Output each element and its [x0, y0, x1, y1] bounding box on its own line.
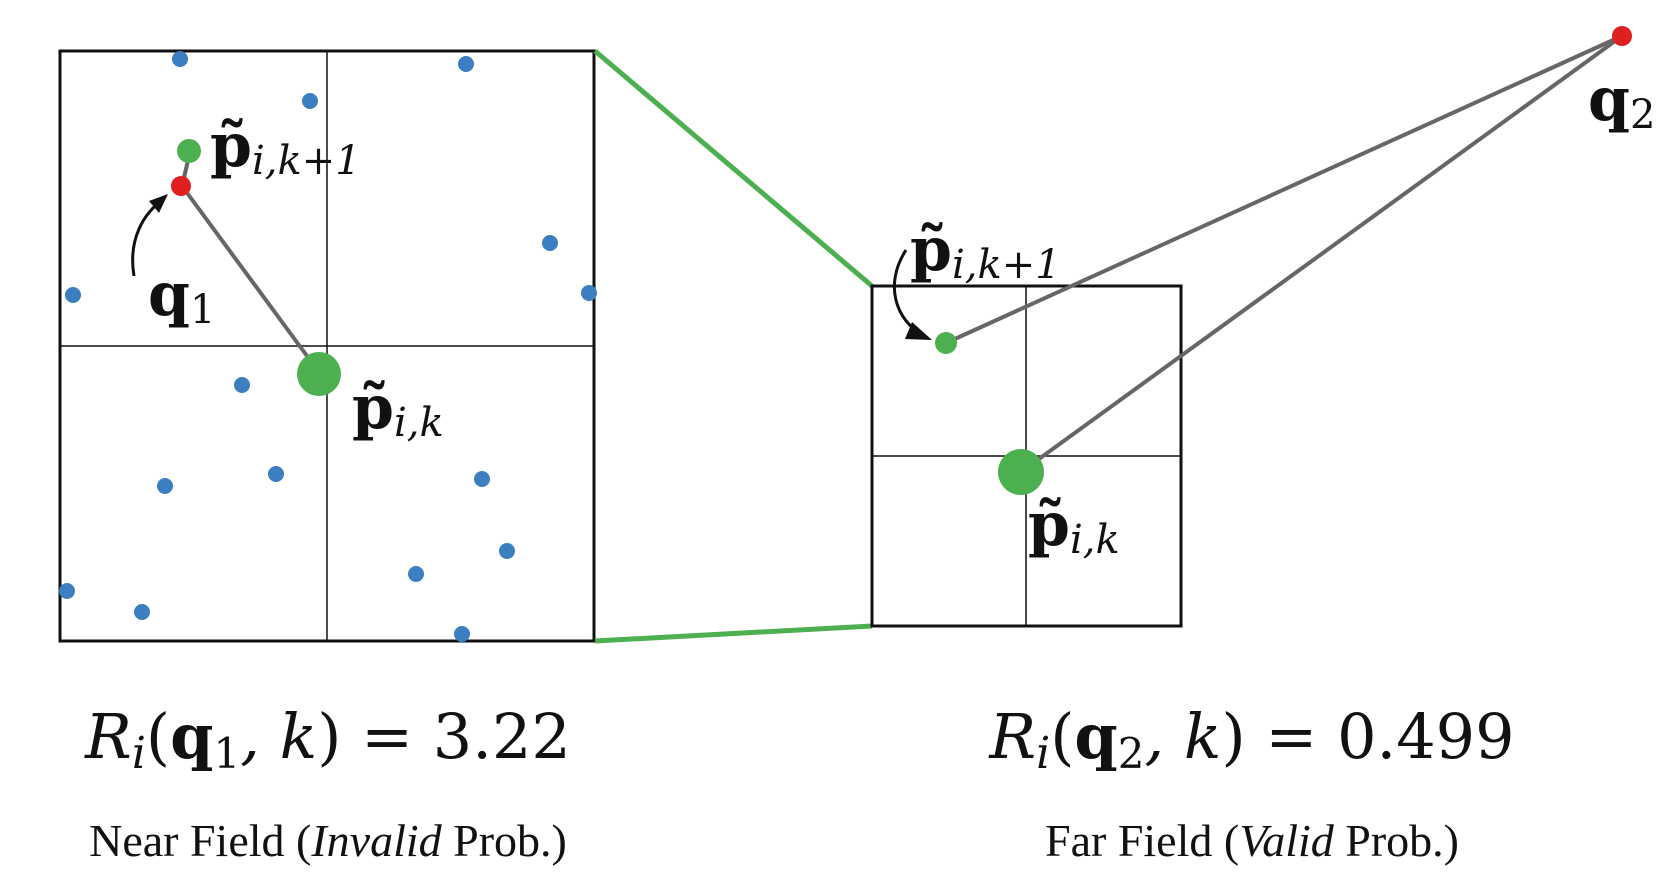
sample-point [65, 287, 81, 303]
sample-point [499, 543, 515, 559]
far-label-query-base: q [1588, 65, 1630, 135]
near-field-caption: Near Field (Invalid Prob.) [89, 815, 567, 866]
near-formula-q-sub: 1 [213, 729, 240, 778]
near-field-sample-points [59, 51, 597, 642]
near-formula-R-sub: i [132, 728, 146, 779]
far-current-point [998, 449, 1044, 495]
near-caption-suffix: Prob.) [442, 815, 567, 866]
far-formula-comma-k: , k [1144, 700, 1221, 773]
far-label-p-current-sub: i,k [1070, 517, 1120, 563]
sample-point [302, 93, 318, 109]
far-formula-q: q [1074, 700, 1117, 773]
far-formula-close: ) [1221, 700, 1245, 773]
far-label-query: q2 [1588, 65, 1655, 138]
near-label-query-base: q [148, 260, 190, 330]
far-formula-open: ( [1050, 700, 1074, 773]
near-query-arrowhead [149, 194, 168, 213]
far-label-p-next-base: p̃ [910, 215, 952, 285]
near-next-point [177, 139, 201, 163]
far-label-query-sub: 2 [1630, 92, 1655, 138]
zoom-connector-bottom [594, 623, 873, 644]
near-field-panel: p̃i,k+1 q1 p̃i,k Ri(q1, k) = 3.22 Near F… [58, 49, 597, 866]
far-formula-R-sub: i [1036, 728, 1050, 779]
near-formula-q: q [170, 700, 213, 773]
far-link-line-current [1019, 34, 1624, 474]
sample-point [172, 51, 188, 67]
near-formula-R: R [84, 700, 132, 773]
sample-point [454, 626, 470, 642]
near-label-p-current: p̃i,k [352, 373, 444, 446]
near-link-line-current [180, 184, 323, 377]
near-label-query-sub: 1 [190, 287, 215, 333]
near-label-query: q1 [148, 260, 215, 333]
far-next-point [935, 332, 957, 354]
far-field-caption: Far Field (Valid Prob.) [1045, 815, 1459, 866]
far-field-panel: p̃i,k+1 p̃i,k q2 Ri(q2, k) = 0.499 Far F… [870, 26, 1655, 866]
near-label-p-next: p̃i,k+1 [210, 111, 361, 184]
near-caption-prefix: Near Field ( [89, 815, 311, 866]
near-label-p-next-base: p̃ [210, 111, 252, 181]
zoom-connector-top [593, 49, 874, 288]
far-field-formula: Ri(q2, k) = 0.499 [988, 700, 1514, 779]
near-formula-eq: = [341, 700, 432, 773]
near-formula-value: 3.22 [433, 700, 571, 773]
far-label-p-current: p̃i,k [1028, 490, 1120, 563]
far-formula-value: 0.499 [1337, 700, 1515, 773]
far-caption-prefix: Far Field ( [1045, 815, 1239, 866]
near-formula-close: ) [317, 700, 341, 773]
sample-point [59, 583, 75, 599]
sample-point [157, 478, 173, 494]
far-caption-suffix: Prob.) [1334, 815, 1459, 866]
far-query-point [1612, 26, 1632, 46]
sample-point [408, 566, 424, 582]
sample-point [234, 377, 250, 393]
near-label-p-current-base: p̃ [352, 373, 394, 443]
near-label-p-next-sub: i,k+1 [252, 138, 361, 184]
far-next-arrowhead [905, 322, 932, 340]
far-label-p-current-base: p̃ [1028, 490, 1070, 560]
sample-point [458, 56, 474, 72]
near-formula-open: ( [146, 700, 170, 773]
near-formula-comma-k: , k [240, 700, 317, 773]
far-link-line-next [945, 34, 1623, 345]
far-label-p-next: p̃i,k+1 [910, 215, 1061, 288]
sample-point [474, 471, 490, 487]
sample-point [134, 604, 150, 620]
far-formula-q-sub: 2 [1118, 729, 1145, 778]
sample-point [268, 466, 284, 482]
far-caption-emph: Valid [1239, 815, 1335, 866]
far-formula-eq: = [1246, 700, 1337, 773]
sample-point [581, 285, 597, 301]
near-query-point [171, 176, 191, 196]
near-label-p-current-sub: i,k [394, 400, 444, 446]
far-formula-R: R [988, 700, 1036, 773]
near-current-point [297, 352, 341, 396]
near-caption-emph: Invalid [310, 815, 442, 866]
near-field-formula: Ri(q1, k) = 3.22 [84, 700, 571, 779]
far-label-p-next-sub: i,k+1 [952, 242, 1061, 288]
sample-point [542, 235, 558, 251]
